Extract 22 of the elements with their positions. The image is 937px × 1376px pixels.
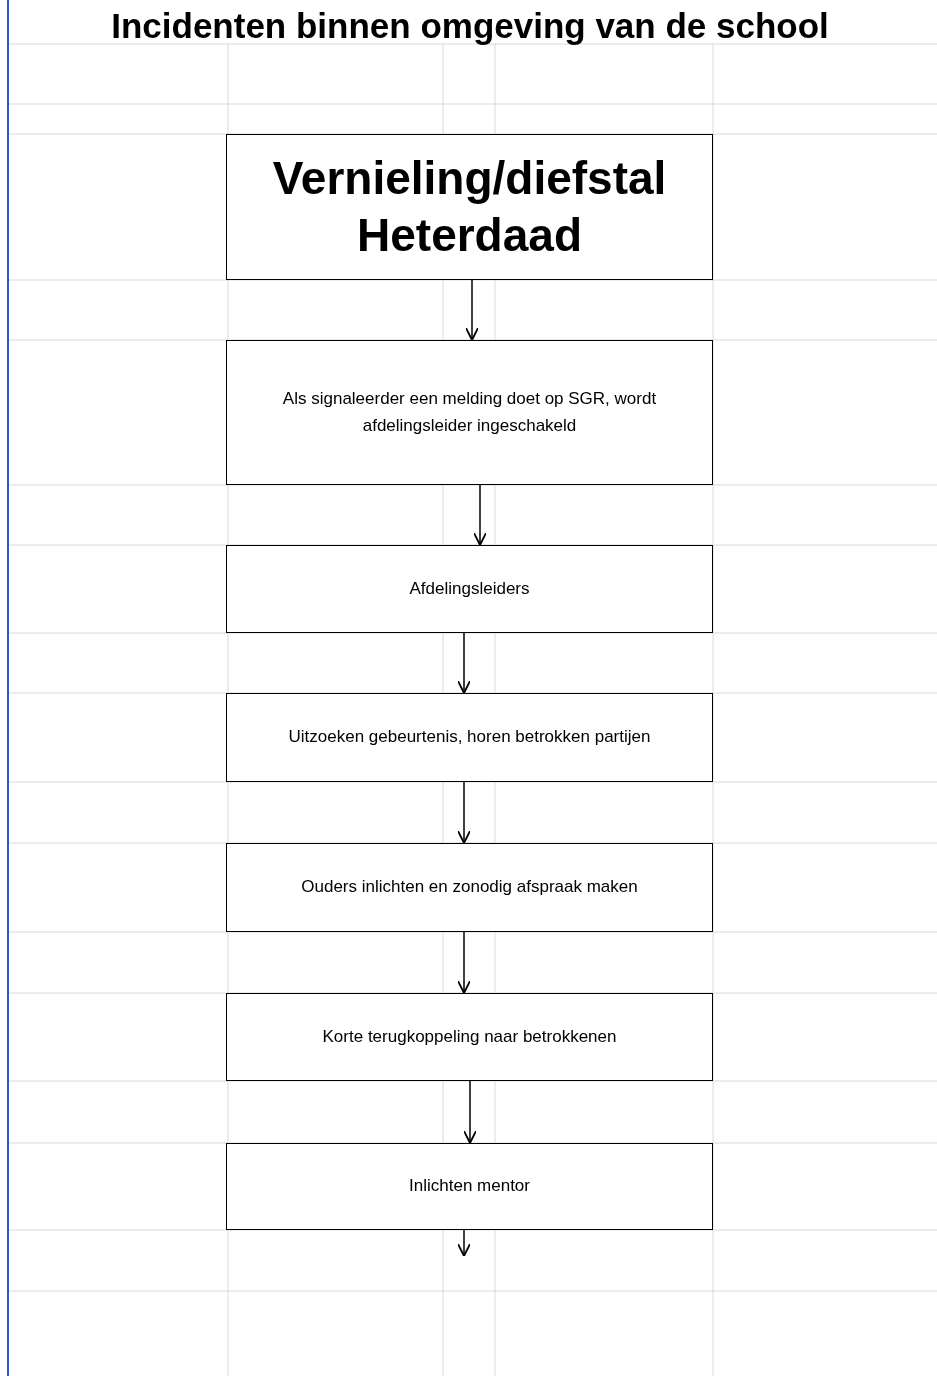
process-box (226, 134, 713, 280)
process-box (226, 843, 713, 932)
process-box (226, 340, 713, 485)
process-box (226, 1143, 713, 1230)
process-box (226, 693, 713, 782)
arrow (473, 484, 487, 546)
box-text: Als signaleerder een melding doet op SGR, wordt afdelingsleider ingeschakeld (281, 388, 658, 437)
box-text: Vernieling/diefstal Heterdaad (271, 150, 668, 263)
box-text: Inlichten mentor (408, 1175, 531, 1198)
box-text: Afdelingsleiders (408, 577, 531, 600)
process-box (226, 545, 713, 633)
arrow (457, 632, 471, 694)
arrow (463, 1080, 477, 1144)
box-text: Korte terugkoppeling naar betrokkenen (321, 1025, 618, 1048)
arrow (465, 279, 479, 341)
arrow (457, 931, 471, 994)
arrow (457, 1229, 471, 1257)
box-text: Uitzoeken gebeurtenis, horen betrokken partijen (287, 726, 652, 749)
arrow (457, 781, 471, 844)
title: Incidenten binnen omgeving van de school (110, 6, 830, 46)
process-box (226, 993, 713, 1081)
box-text: Ouders inlichten en zonodig afspraak maken (300, 876, 639, 899)
